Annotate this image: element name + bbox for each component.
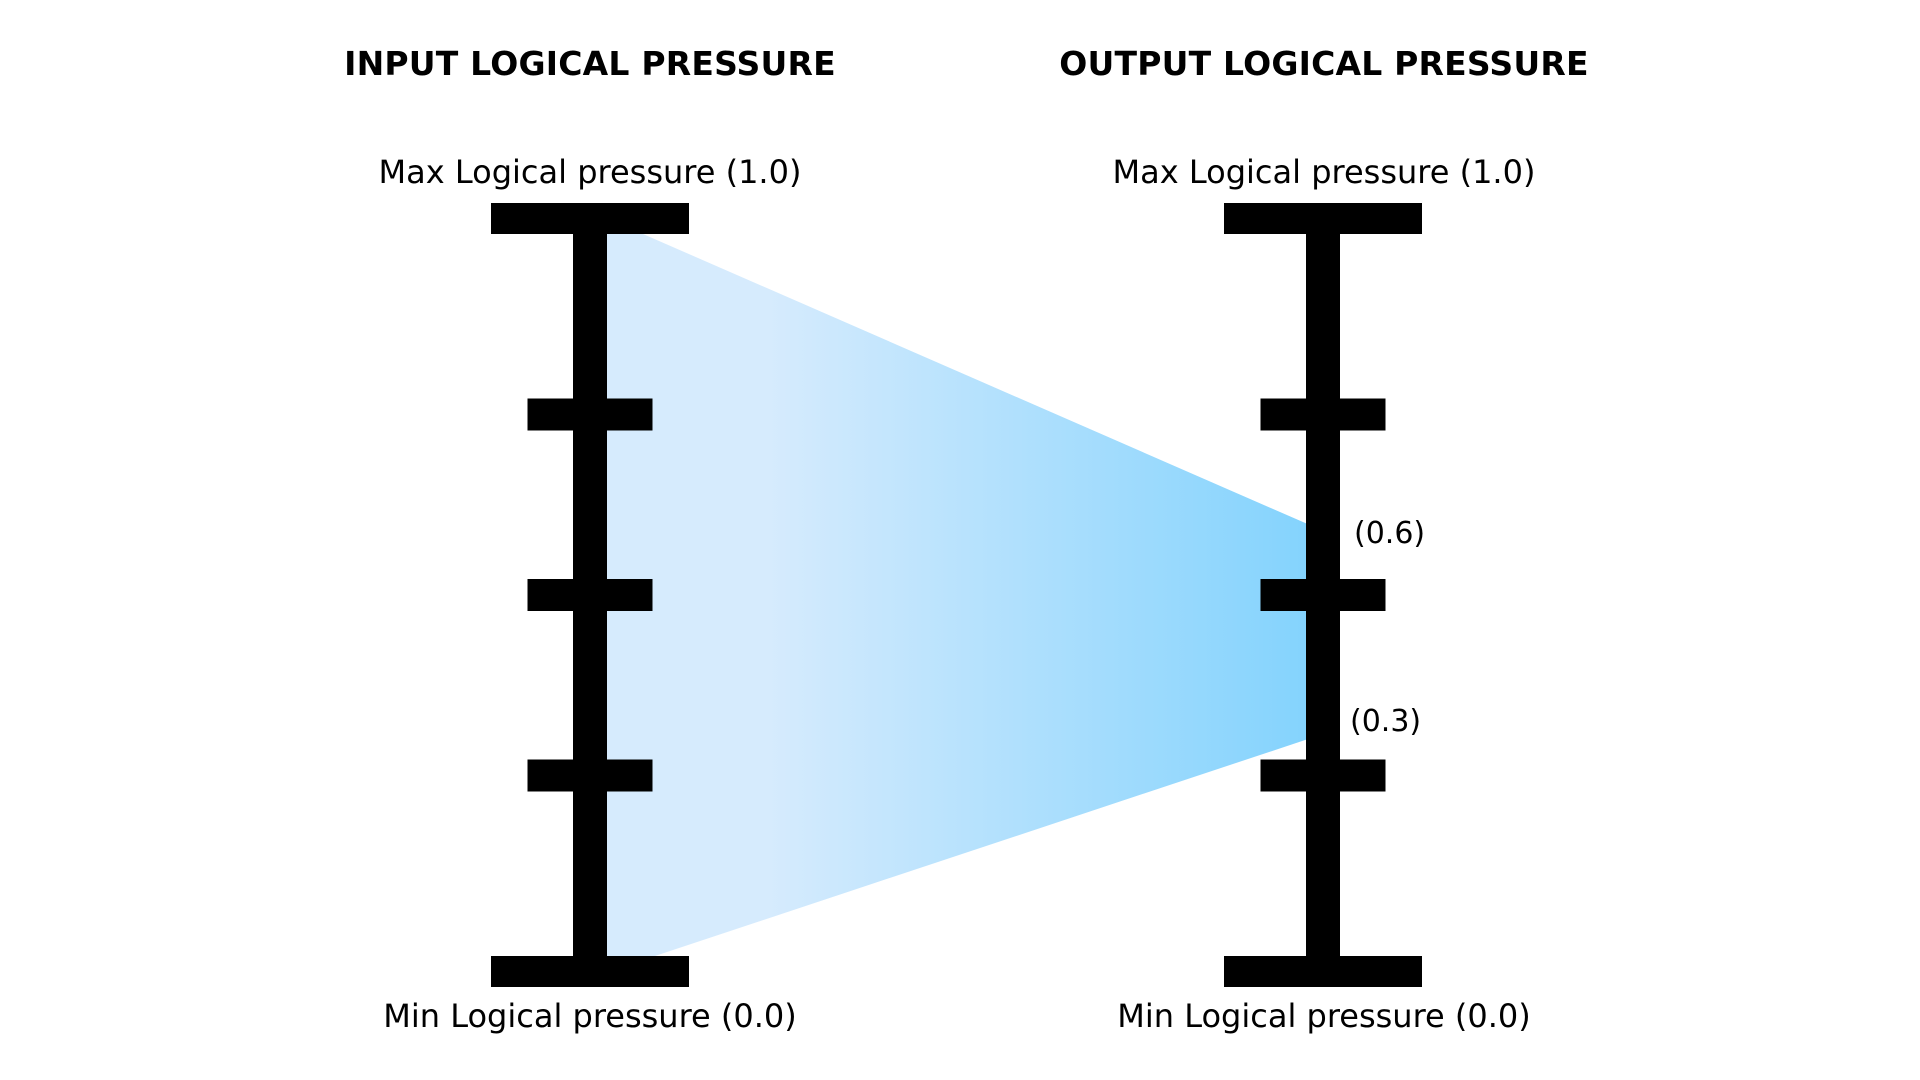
output-min-cap: [1224, 956, 1422, 987]
input-tick-2: [527, 759, 653, 792]
input-max-label: Max Logical pressure (1.0): [378, 153, 802, 191]
output-tick-2: [1260, 759, 1386, 792]
output-mapped-max-label: (0.6): [1354, 515, 1426, 551]
input-axis: [491, 203, 689, 987]
input-min-cap: [491, 956, 689, 987]
output-max-cap: [1224, 203, 1422, 234]
output-tick-1: [1260, 579, 1386, 611]
input-min-label: Min Logical pressure (0.0): [383, 997, 797, 1035]
output-max-label: Max Logical pressure (1.0): [1112, 153, 1536, 191]
mapping-region: [607, 234, 1307, 956]
output-tick-0: [1260, 398, 1386, 431]
output-mapped-min-label: (0.3): [1350, 704, 1422, 740]
input-tick-0: [527, 398, 653, 431]
input-max-cap: [491, 203, 689, 234]
output-axis: [1224, 203, 1422, 987]
output-min-label: Min Logical pressure (0.0): [1117, 997, 1531, 1035]
output-axis-title: OUTPUT LOGICAL PRESSURE: [1059, 44, 1589, 83]
input-axis-title: INPUT LOGICAL PRESSURE: [344, 44, 836, 83]
input-tick-1: [527, 579, 653, 611]
